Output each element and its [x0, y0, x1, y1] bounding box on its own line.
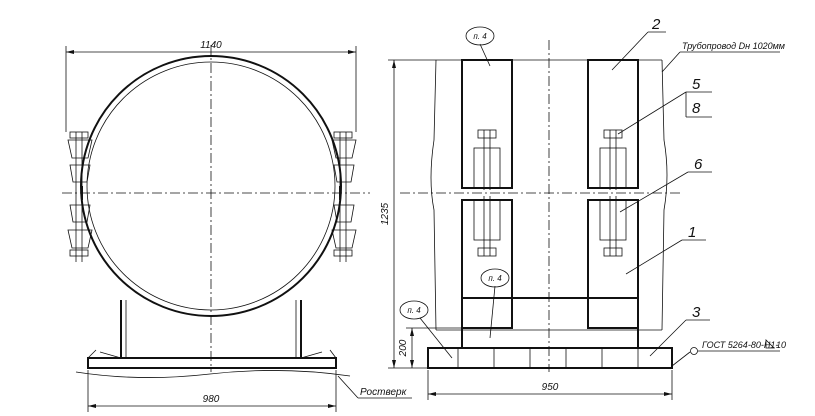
- bubble-top: [465, 26, 495, 46]
- support-body: [461, 297, 639, 349]
- dim-top-1140: 1140: [65, 40, 357, 132]
- bubble-left-text: п. 4: [407, 306, 421, 315]
- upper-left-strap: [461, 59, 513, 190]
- dim-bottom-980: 980: [87, 370, 337, 412]
- bubble-left: [399, 300, 429, 320]
- front-view: 1140 980 Ростверк: [62, 40, 412, 412]
- bubble-middle-text: п. 4: [488, 274, 502, 283]
- bubble-top-text: п. 4: [473, 32, 487, 41]
- dim-side-bottom-text: 950: [542, 382, 559, 393]
- side-base-plate: [427, 347, 673, 369]
- front-support: [75, 300, 351, 378]
- pipe-left-edge: [430, 59, 437, 331]
- callout-8: 8: [692, 100, 701, 117]
- foundation-line: [75, 370, 351, 378]
- callout-3: 3: [692, 304, 701, 321]
- foundation-label: Ростверк: [360, 387, 408, 398]
- dim-top-text: 1140: [200, 40, 222, 51]
- bubble-middle: [480, 268, 510, 288]
- upper-right-strap: [587, 59, 639, 190]
- callout-1: 1: [688, 224, 696, 241]
- weld-size: 10: [776, 340, 786, 350]
- callout-2: 2: [651, 16, 661, 33]
- dim-bottom-950: 950: [427, 370, 673, 400]
- pipe-right-edge: [661, 59, 668, 331]
- dim-height-1235: 1235: [380, 59, 436, 369]
- weld-label: ГОСТ 5264-80-Н1-: [702, 340, 778, 350]
- dim-base-200: 200: [398, 327, 462, 368]
- lower-left-strap: [461, 196, 513, 329]
- dim-base-text: 200: [398, 339, 409, 357]
- side-view: 1235 200 950 Трубопровод Dн 1020мм ГОСТ …: [380, 16, 786, 400]
- callout-6: 6: [694, 156, 703, 173]
- callout-5: 5: [692, 76, 701, 93]
- left-clamp: [67, 131, 93, 262]
- dim-height-text: 1235: [380, 202, 391, 225]
- right-clamp: [331, 131, 357, 262]
- lower-right-strap: [587, 196, 639, 329]
- weld-triangle-icon: [765, 339, 775, 349]
- pipeline-label: Трубопровод Dн 1020мм: [682, 41, 785, 51]
- dim-bottom-text: 980: [203, 394, 220, 405]
